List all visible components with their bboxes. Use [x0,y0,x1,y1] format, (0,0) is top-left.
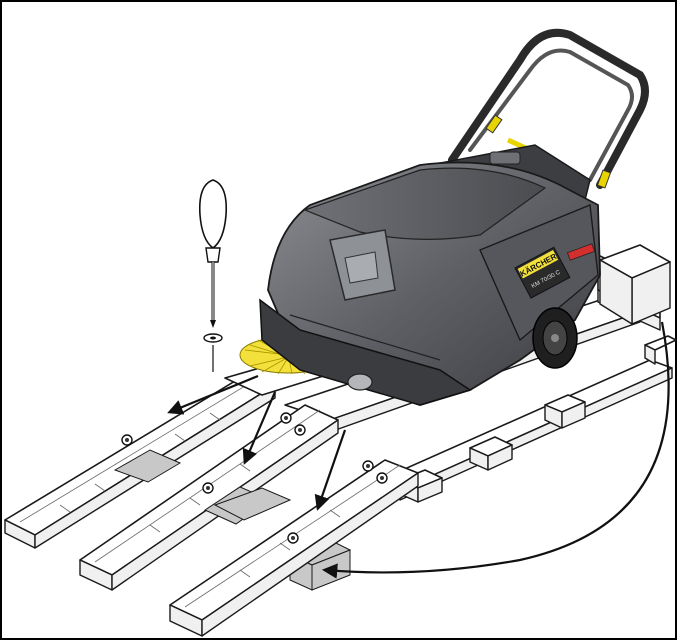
ramp-crossbar-gray [213,487,292,521]
pallet-block-4 [644,335,677,365]
rear-wheel [532,307,578,369]
pallet-block-2 [469,436,513,471]
sweeper-machine: KÄRCHER KM 70/30 C [239,28,649,406]
ramp-board-right [169,459,419,637]
curved-arrow-icon [321,321,670,579]
front-caster [347,373,373,391]
washer-icon [203,333,223,343]
arrow-icon [167,374,347,511]
pallet-block-1 [544,394,586,429]
screwdriver-icon [198,179,228,328]
brand-badge: KÄRCHER KM 70/30 C [514,246,571,299]
push-handle [448,28,649,189]
ramp-board-left [4,374,276,549]
